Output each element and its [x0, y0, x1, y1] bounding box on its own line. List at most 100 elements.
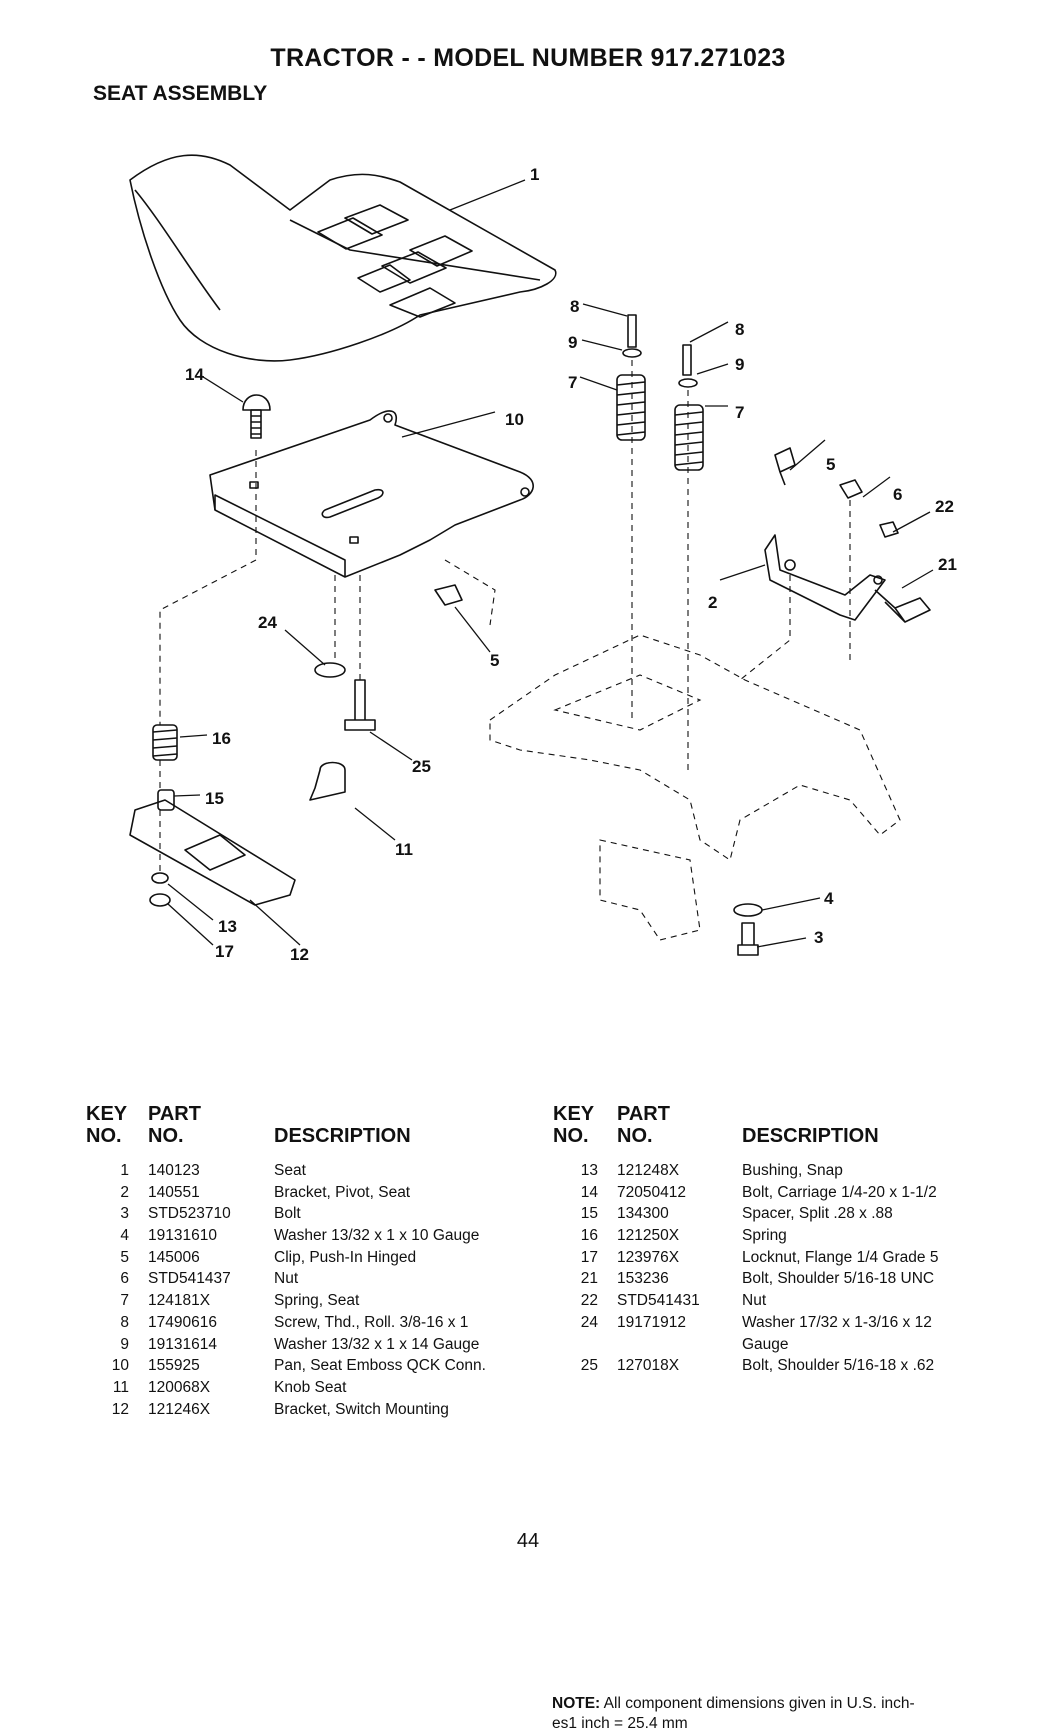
part-number: 121250X — [617, 1227, 680, 1245]
part-description: Washer 13/32 x 1 x 14 Gauge — [274, 1335, 480, 1353]
key-number: 9 — [120, 1335, 129, 1353]
key-number: 3 — [120, 1205, 129, 1223]
key-number: 2 — [120, 1183, 129, 1201]
key-number: 22 — [580, 1292, 598, 1310]
part-number: 121246X — [148, 1400, 211, 1418]
seat-pan-drawing — [209, 410, 534, 578]
callout-9b: 9 — [735, 355, 744, 374]
callout-21: 21 — [938, 555, 957, 574]
part-description: Bracket, Pivot, Seat — [274, 1183, 411, 1201]
seat-assembly-diagram: 1 2 3 4 5 5 6 7 7 8 8 9 9 10 11 12 13 14… — [129, 154, 957, 964]
part-description: Washer 13/32 x 1 x 10 Gauge — [274, 1227, 480, 1245]
callout-8b: 8 — [735, 320, 744, 339]
key-number: 7 — [120, 1292, 129, 1310]
note-line: NOTE: All component dimensions given in … — [552, 1694, 992, 1734]
bushing-drawing — [151, 872, 169, 884]
callout-22: 22 — [935, 497, 954, 516]
callout-2: 2 — [708, 593, 717, 612]
part-header-line2: NO. — [148, 1125, 184, 1147]
frame-inner-drawing — [553, 674, 702, 941]
right-key-header: KEY NO. — [553, 1103, 594, 1147]
part-description: Nut — [742, 1292, 767, 1310]
springs-drawing — [152, 374, 704, 811]
part-description: Bracket, Switch Mounting — [274, 1400, 449, 1418]
part-number: 120068X — [148, 1378, 211, 1396]
part-description: Bushing, Snap — [742, 1162, 843, 1179]
seat-drawing — [129, 154, 557, 362]
callout-14: 14 — [185, 365, 204, 384]
callout-1: 1 — [530, 165, 539, 184]
callout-4: 4 — [824, 889, 834, 908]
part-description: Bolt, Carriage 1/4-20 x 1-1/2 — [742, 1183, 937, 1201]
part-description: Knob Seat — [274, 1378, 347, 1396]
callout-9: 9 — [568, 333, 577, 352]
locknut-drawing — [149, 893, 171, 907]
part-number: 17490616 — [148, 1313, 217, 1331]
part-number: 127018X — [617, 1357, 680, 1375]
part-number: 19171912 — [617, 1313, 686, 1331]
part-number: STD541431 — [617, 1292, 700, 1310]
callout-6: 6 — [893, 485, 902, 504]
centerlines-drawing — [159, 360, 851, 875]
part-description: Spacer, Split .28 x .88 — [742, 1205, 893, 1223]
left-part-header: PART NO. — [148, 1103, 201, 1147]
shoulder-bolt-drawing — [874, 589, 931, 623]
part-number: 140551 — [148, 1183, 200, 1201]
part-number: 72050412 — [617, 1183, 686, 1201]
part-number: 124181X — [148, 1292, 211, 1310]
callout-5b: 5 — [490, 651, 499, 670]
part-number: 123976X — [617, 1248, 680, 1266]
part-description: Washer 17/32 x 1-3/16 x 12 — [742, 1313, 932, 1331]
washer-24-drawing — [314, 662, 346, 678]
table-row-continuation: Gauge — [0, 1334, 1000, 1356]
callout-25: 25 — [412, 757, 431, 776]
part-number: 121248X — [617, 1162, 680, 1179]
part-description: Clip, Push-In Hinged — [274, 1248, 417, 1266]
key-number: 21 — [580, 1270, 598, 1288]
part-header-line1: PART — [617, 1103, 670, 1125]
switch-bracket-drawing — [129, 799, 296, 906]
left-key-header: KEY NO. — [86, 1103, 127, 1147]
callout-10: 10 — [505, 410, 524, 429]
clip-drawing-2 — [434, 584, 463, 606]
key-number: 5 — [120, 1248, 129, 1266]
callout-15: 15 — [205, 789, 224, 808]
key-number: 15 — [580, 1205, 598, 1223]
part-description-cont: Gauge — [742, 1335, 789, 1353]
page-title: TRACTOR - - MODEL NUMBER 917.271023 — [270, 44, 786, 72]
key-number: 1 — [120, 1162, 129, 1179]
callout-5: 5 — [826, 455, 835, 474]
part-description: Spring — [742, 1227, 787, 1245]
washer-4-drawing — [733, 903, 763, 917]
part-number: 155925 — [148, 1357, 200, 1375]
table-row: 11 120068X Knob Seat — [0, 1377, 520, 1399]
key-number: 24 — [580, 1313, 598, 1331]
clip-drawing — [774, 447, 796, 486]
carriage-bolt-drawing — [242, 394, 271, 439]
part-number: 19131610 — [148, 1227, 217, 1245]
part-number: STD523710 — [148, 1205, 231, 1223]
callout-11: 11 — [395, 840, 413, 859]
callout-7: 7 — [568, 373, 577, 392]
key-number: 6 — [120, 1270, 129, 1288]
part-number: 153236 — [617, 1270, 669, 1288]
key-number: 11 — [112, 1378, 129, 1396]
frame-outline-drawing — [489, 634, 901, 861]
pivot-bracket-drawing — [764, 534, 886, 621]
part-description: Screw, Thd., Roll. 3/8-16 x 1 — [274, 1313, 469, 1331]
callout-17: 17 — [215, 942, 234, 961]
key-header-line1: KEY — [86, 1103, 128, 1125]
note-text: All component dimensions given in U.S. i… — [603, 1695, 915, 1712]
part-number: STD541437 — [148, 1270, 231, 1288]
